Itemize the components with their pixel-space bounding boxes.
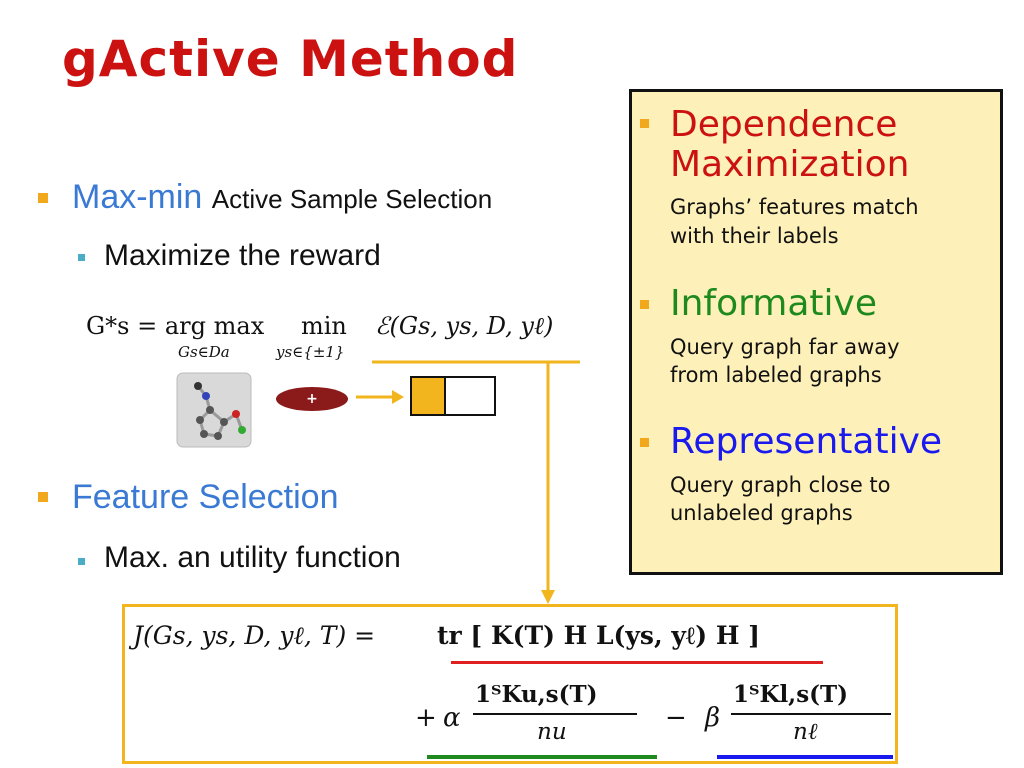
panel-item-dependence-head: Dependence — [670, 104, 898, 145]
panel-item-informative-desc1: Query graph far away — [670, 335, 900, 359]
formula-num-unlabeled: 1ᵀKu,s(T) — [475, 681, 598, 708]
underline-informative — [427, 755, 657, 759]
panel-item-informative-desc2: from labeled graphs — [670, 363, 882, 387]
formula-argmax-sub: Gs∈Da — [178, 343, 230, 361]
formula-plus: + — [415, 703, 437, 733]
fraction-bar-unlabeled — [473, 713, 637, 715]
panel-bullet — [640, 438, 649, 447]
bullet-max-min-suffix: Active Sample Selection — [211, 184, 493, 214]
panel-bullet — [640, 300, 649, 309]
slide-title: gActive Method — [62, 30, 519, 88]
bullet-marker — [38, 193, 48, 203]
sub-bullet-utility-function: Max. an utility function — [104, 541, 401, 574]
criteria-panel: Dependence Maximization Graphs’ features… — [629, 89, 1003, 575]
label-box-empty — [446, 376, 496, 416]
arrow-head-down — [541, 590, 555, 604]
panel-item-dependence-desc1: Graphs’ features match — [670, 195, 919, 219]
formula-min-sub: ys∈{±1} — [276, 343, 345, 361]
utility-formula-box: J(Gs, ys, D, yℓ, T) = tr [ K(T) H L(ys, … — [122, 604, 898, 764]
panel-item-dependence-head2: Maximization — [670, 144, 910, 185]
panel-item-informative-head: Informative — [670, 283, 877, 324]
fraction-bar-labeled — [731, 713, 891, 715]
sub-bullet-marker — [78, 254, 85, 261]
formula-utility-trace: tr [ K(T) H L(ys, yℓ) H ] — [437, 621, 760, 650]
bullet-marker — [38, 492, 48, 502]
formula-argmax: G*s = arg max — [86, 312, 264, 340]
panel-item-representative-desc1: Query graph close to — [670, 473, 891, 497]
underline-dependence — [451, 661, 823, 664]
label-box-filled — [410, 376, 446, 416]
formula-den-unlabeled: nu — [537, 719, 567, 745]
formula-argmax-lhs: G*s = arg max — [86, 312, 265, 340]
plus-label-ellipse: + — [276, 387, 348, 411]
underline-representative — [717, 755, 893, 759]
sub-bullet-marker — [78, 558, 85, 565]
bullet-max-min-label: Max-min — [72, 178, 203, 216]
bullet-max-min: Max-min Active Sample Selection — [72, 178, 492, 217]
molecule-graph-image — [176, 372, 252, 448]
formula-den-labeled: nℓ — [793, 719, 818, 745]
formula-num-labeled: 1ᵀKl,s(T) — [733, 681, 849, 708]
formula-min: min — [301, 312, 347, 340]
formula-utility-lhs: J(Gs, ys, D, yℓ, T) = — [133, 621, 376, 650]
formula-objective: ℰ(Gs, ys, D, yℓ) — [375, 312, 554, 340]
formula-minus: − — [665, 703, 687, 733]
arrow-head-right — [392, 390, 404, 404]
panel-item-dependence-desc2: with their labels — [670, 224, 839, 248]
sub-bullet-maximize-reward: Maximize the reward — [104, 239, 381, 272]
plus-label: + — [306, 391, 318, 407]
panel-bullet — [640, 119, 649, 128]
panel-item-representative-desc2: unlabeled graphs — [670, 501, 853, 525]
panel-item-representative-head: Representative — [670, 421, 943, 462]
formula-alpha: α — [443, 703, 461, 733]
formula-beta: β — [705, 703, 721, 733]
bullet-feature-selection: Feature Selection — [72, 478, 339, 516]
